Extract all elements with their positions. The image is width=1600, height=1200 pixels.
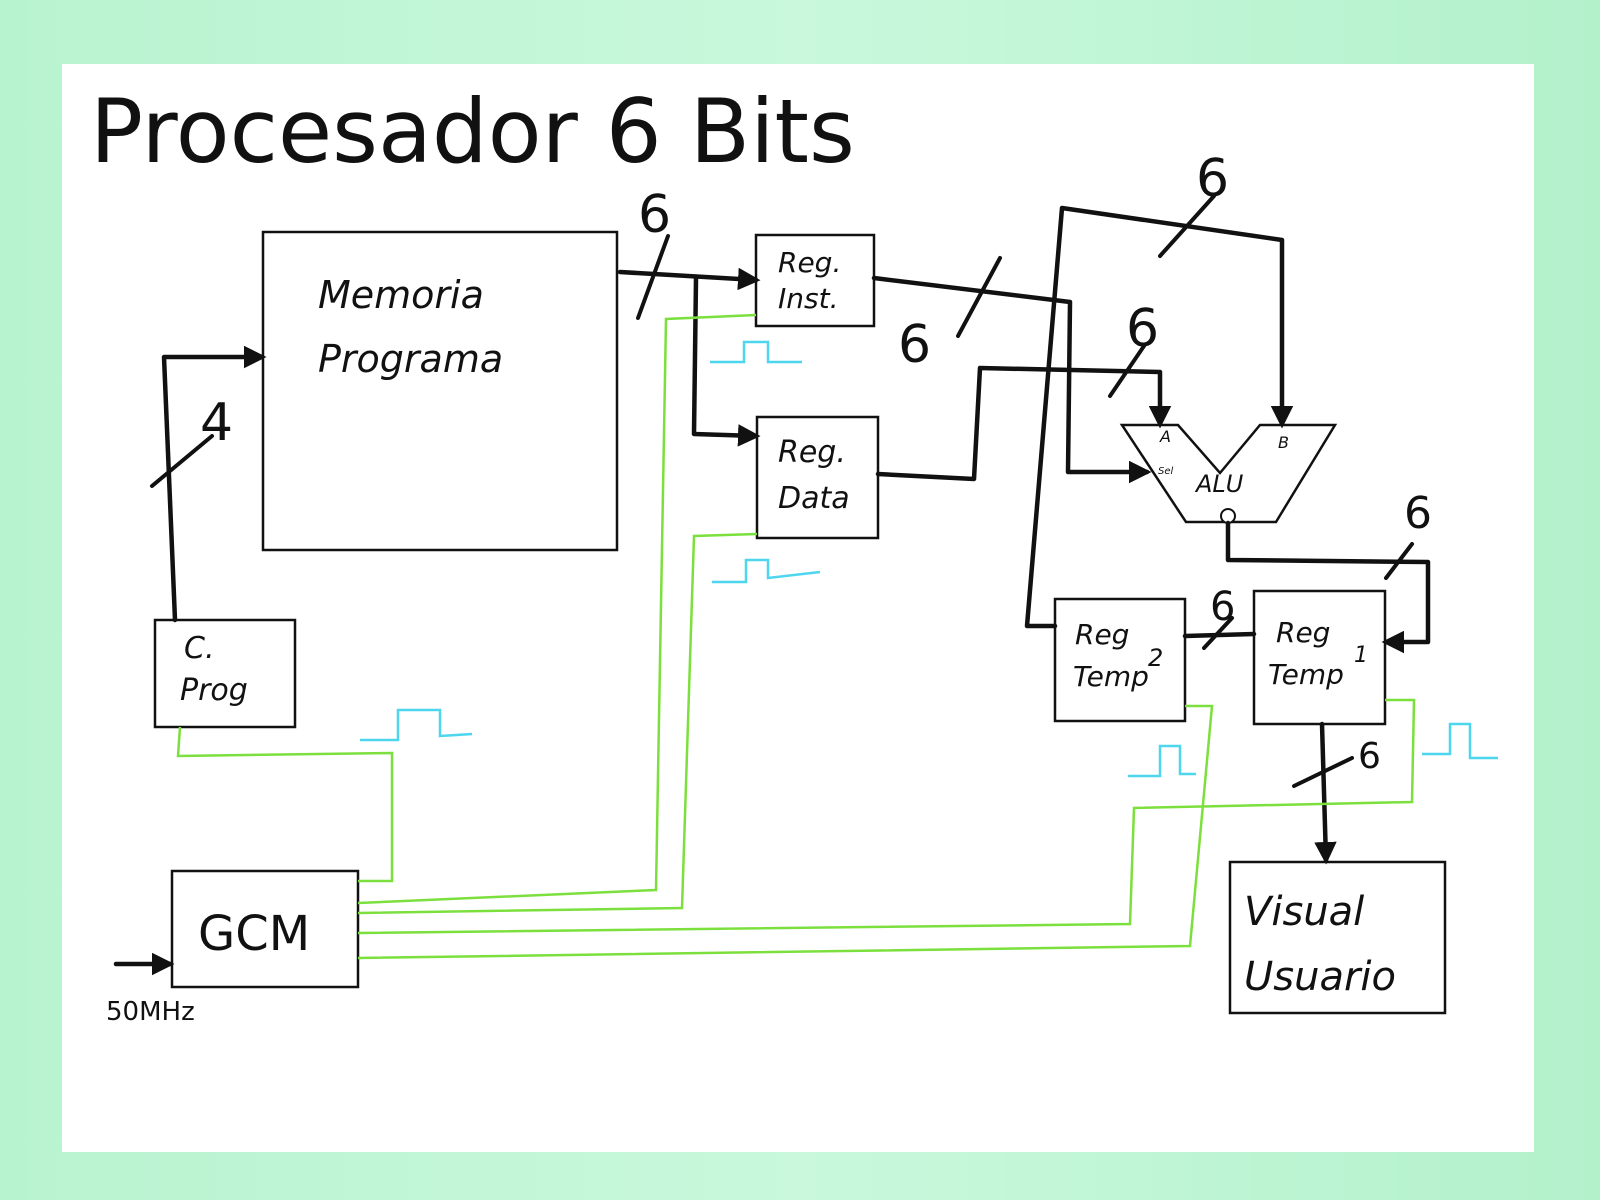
temp1-to-temp2-bus	[1182, 631, 1257, 639]
pc-bus-width: 4	[200, 393, 233, 453]
visual-label-1: Visual	[1244, 889, 1364, 935]
reg-temp2-label-1: Reg	[1075, 618, 1129, 651]
visual-usuario-box	[1228, 860, 1447, 1015]
visual-bus-width: 6	[1358, 736, 1381, 777]
memoria-label-1: Memoria	[318, 273, 484, 317]
feedback-bus-slash	[1158, 194, 1216, 258]
alu-shape	[1119, 423, 1338, 524]
visual-bus-slash	[1292, 756, 1354, 788]
cprog-label-2: Prog	[180, 673, 248, 708]
reg-inst-label-1: Reg.	[778, 246, 841, 279]
inst-bus-slash	[956, 256, 1002, 338]
reg-inst-label-2: Inst.	[778, 282, 838, 315]
clock-pulse-temp1	[1422, 722, 1498, 760]
reg-temp1-label-1: Reg	[1276, 616, 1330, 649]
alu-label: ALU	[1194, 470, 1244, 498]
clock-pulse-reginst	[710, 340, 802, 364]
inst-bus-width: 6	[898, 315, 931, 375]
temp-bus-width: 6	[1210, 584, 1235, 630]
alu-sel-label: Sel	[1158, 466, 1174, 477]
reginst-to-alusel-bus	[871, 275, 1152, 484]
reg-data-label-1: Reg.	[778, 435, 846, 470]
regdata-to-alua-bus	[875, 365, 1172, 482]
clock-input-label: 50MHz	[106, 997, 195, 1027]
diagram-title: Procesador 6 Bits	[90, 80, 855, 183]
clock-line-regdata	[357, 532, 758, 915]
data-bus-slash	[1108, 344, 1146, 398]
clock-pulse-cprog	[360, 708, 473, 742]
clock-line-cprog	[176, 726, 394, 883]
temp-bus-slash	[1202, 616, 1234, 650]
clock-line-reginst	[357, 313, 757, 905]
alu-input-a-label: A	[1159, 427, 1171, 446]
gcm-label: GCM	[198, 906, 310, 962]
reg-temp1-number: 1	[1354, 643, 1368, 668]
memory-to-reginst-bus	[617, 267, 761, 291]
reg-inst-box	[754, 233, 876, 328]
reg-temp1-box	[1252, 589, 1387, 726]
clock-pulse-temp2	[1128, 744, 1196, 778]
data-bus-width: 6	[1126, 299, 1159, 359]
reg-temp1-label-2: Temp	[1268, 658, 1344, 691]
alu-to-temp1-bus	[1225, 520, 1431, 654]
temp1-to-visual-bus	[1314, 721, 1337, 865]
clock-pulse-regdata	[712, 558, 821, 584]
mem-bus-width: 6	[638, 185, 671, 245]
reg-temp2-label-2: Temp	[1073, 660, 1149, 693]
alu-out-bus-width: 6	[1404, 488, 1432, 539]
temp2-to-alub-bus	[1024, 205, 1294, 629]
cprog-label-1: C.	[184, 631, 214, 666]
reg-data-label-2: Data	[778, 481, 850, 516]
memoria-programa-box	[261, 230, 619, 552]
clock-line-temp1	[357, 698, 1416, 935]
reg-data-box	[755, 415, 880, 540]
contador-programa-box	[153, 618, 297, 729]
clock-line-temp2	[357, 704, 1214, 960]
visual-label-2: Usuario	[1244, 954, 1396, 1000]
mem-bus-slash	[636, 234, 670, 320]
pc-to-memory-bus	[161, 345, 267, 623]
reg-temp2-box	[1053, 597, 1187, 723]
alu-out-bus-slash	[1384, 542, 1414, 580]
memory-to-regdata-bus	[691, 275, 761, 447]
reg-temp2-number: 2	[1148, 644, 1163, 672]
pc-bus-slash	[150, 434, 214, 488]
feedback-bus-width: 6	[1196, 149, 1229, 209]
gcm-box	[170, 869, 360, 989]
memoria-label-2: Programa	[318, 337, 503, 381]
alu-input-b-label: B	[1278, 433, 1289, 452]
